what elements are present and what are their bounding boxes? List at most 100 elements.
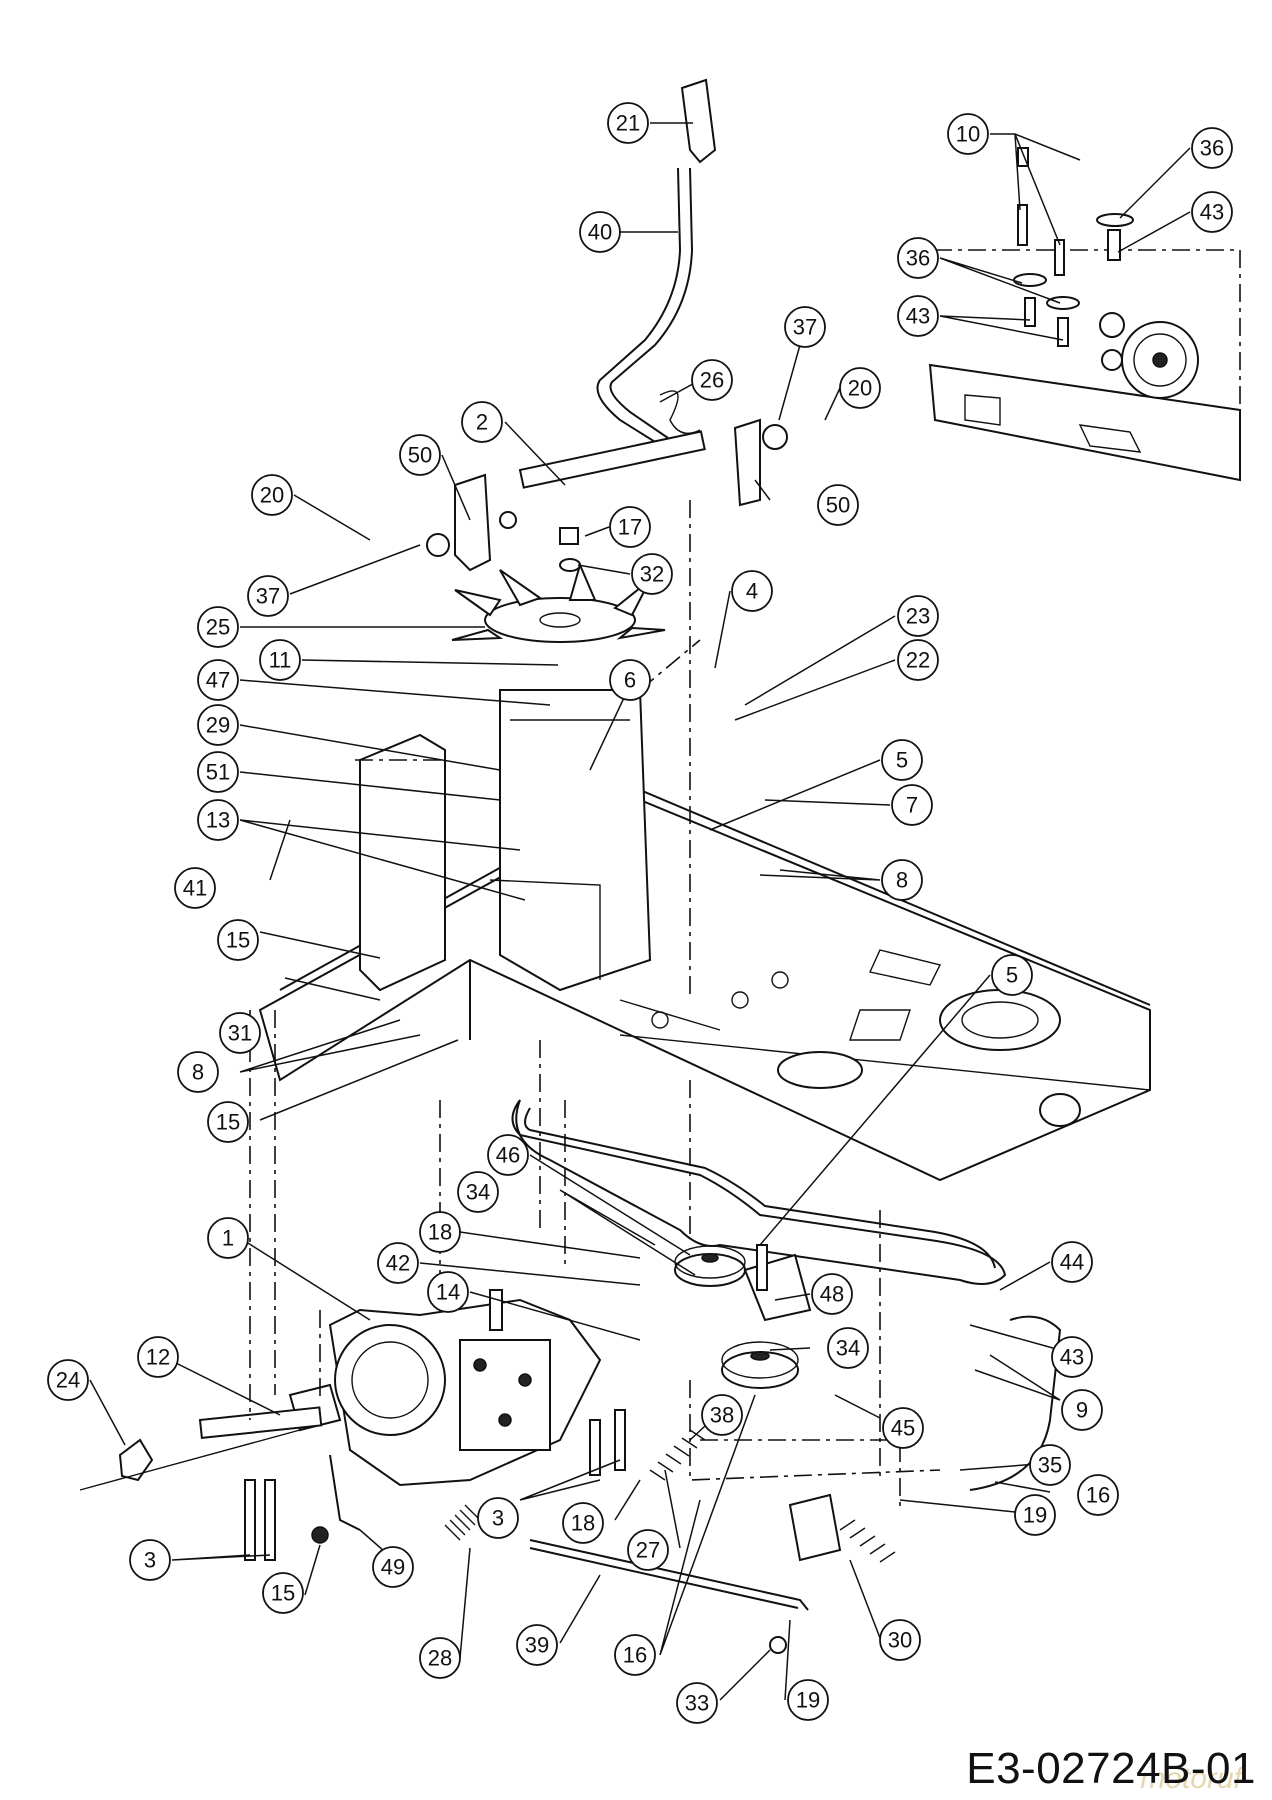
callout-13: 13	[197, 799, 239, 841]
callout-leaders	[89, 122, 1191, 1701]
svg-text:24: 24	[56, 1368, 80, 1393]
callout-42: 42	[377, 1242, 419, 1284]
svg-text:30: 30	[888, 1628, 912, 1653]
idler-pulleys	[674, 1244, 812, 1389]
callout-2: 2	[461, 401, 503, 443]
svg-text:1: 1	[222, 1226, 234, 1251]
svg-text:46: 46	[496, 1143, 520, 1168]
callout-23: 23	[897, 595, 939, 637]
svg-text:9: 9	[1076, 1398, 1088, 1423]
svg-text:7: 7	[906, 793, 918, 818]
svg-text:44: 44	[1060, 1250, 1084, 1275]
svg-text:47: 47	[206, 668, 230, 693]
svg-text:21: 21	[616, 111, 640, 136]
svg-text:35: 35	[1038, 1453, 1062, 1478]
callout-44: 44	[1051, 1241, 1093, 1283]
svg-text:20: 20	[848, 376, 872, 401]
callout-48: 48	[811, 1273, 853, 1315]
svg-text:3: 3	[492, 1506, 504, 1531]
svg-text:43: 43	[906, 304, 930, 329]
callout-40: 40	[579, 211, 621, 253]
transmission	[79, 1289, 602, 1491]
callout-15: 15	[217, 919, 259, 961]
callout-20: 20	[839, 367, 881, 409]
callout-32: 32	[631, 553, 673, 595]
callout-47: 47	[197, 659, 239, 701]
svg-text:18: 18	[428, 1220, 452, 1245]
svg-text:27: 27	[636, 1538, 660, 1563]
svg-text:23: 23	[906, 604, 930, 629]
callout-45: 45	[882, 1407, 924, 1449]
callout-25: 25	[197, 606, 239, 648]
drive-belt	[511, 1099, 1007, 1285]
callout-43: 43	[897, 295, 939, 337]
svg-text:48: 48	[820, 1282, 844, 1307]
svg-text:4: 4	[746, 579, 758, 604]
callout-28: 28	[419, 1637, 461, 1679]
svg-text:43: 43	[1200, 200, 1224, 225]
svg-text:14: 14	[436, 1280, 460, 1305]
svg-text:36: 36	[906, 246, 930, 271]
svg-text:50: 50	[826, 493, 850, 518]
svg-text:11: 11	[269, 648, 292, 673]
svg-text:37: 37	[793, 315, 817, 340]
callout-5: 5	[881, 739, 923, 781]
callout-27: 27	[627, 1529, 669, 1571]
callout-39: 39	[516, 1624, 558, 1666]
callout-14: 14	[427, 1271, 469, 1313]
callout-37: 37	[247, 575, 289, 617]
svg-text:15: 15	[216, 1110, 240, 1135]
svg-text:39: 39	[525, 1633, 549, 1658]
callout-51: 51	[197, 751, 239, 793]
callout-34: 34	[457, 1171, 499, 1213]
lower-linkage	[244, 500, 1062, 1654]
callout-3: 3	[477, 1497, 519, 1539]
watermark-logo: motoruf	[1140, 1762, 1242, 1795]
callout-33: 33	[676, 1682, 718, 1724]
callout-8: 8	[881, 859, 923, 901]
callout-37: 37	[784, 306, 826, 348]
callout-16: 16	[614, 1634, 656, 1676]
svg-text:37: 37	[256, 584, 280, 609]
svg-text:36: 36	[1200, 136, 1224, 161]
svg-text:16: 16	[1086, 1483, 1110, 1508]
callout-11: 11	[259, 639, 301, 681]
svg-text:38: 38	[710, 1403, 734, 1428]
callout-36: 36	[1191, 127, 1233, 169]
callout-50: 50	[817, 484, 859, 526]
callout-1: 1	[207, 1217, 249, 1259]
callout-20: 20	[251, 474, 293, 516]
svg-text:29: 29	[206, 713, 230, 738]
svg-text:12: 12	[146, 1345, 170, 1370]
svg-text:22: 22	[906, 648, 930, 673]
callout-30: 30	[879, 1619, 921, 1661]
callout-3: 3	[129, 1539, 171, 1581]
svg-text:16: 16	[623, 1643, 647, 1668]
svg-text:20: 20	[260, 483, 284, 508]
callout-21: 21	[607, 102, 649, 144]
callout-19: 19	[1014, 1494, 1056, 1536]
callouts: 21 40 10 36 43 36 43 37 26 20 2 50 50 20…	[47, 102, 1233, 1724]
callout-6: 6	[609, 659, 651, 701]
document-code: E3-02724B-01	[966, 1744, 1256, 1793]
svg-text:34: 34	[836, 1336, 860, 1361]
callout-18: 18	[419, 1211, 461, 1253]
svg-text:51: 51	[206, 760, 230, 785]
svg-text:43: 43	[1060, 1345, 1084, 1370]
svg-text:19: 19	[1023, 1503, 1047, 1528]
callout-22: 22	[897, 639, 939, 681]
callout-38: 38	[701, 1394, 743, 1436]
svg-text:18: 18	[571, 1511, 595, 1536]
shift-lever-assembly	[426, 78, 788, 572]
svg-text:17: 17	[618, 515, 642, 540]
callout-35: 35	[1029, 1444, 1071, 1486]
callout-7: 7	[891, 784, 933, 826]
svg-text:28: 28	[428, 1646, 452, 1671]
svg-text:26: 26	[700, 368, 724, 393]
inset-idler-assembly	[900, 147, 1241, 482]
svg-text:50: 50	[408, 443, 432, 468]
svg-text:6: 6	[624, 668, 636, 693]
svg-text:2: 2	[476, 410, 488, 435]
callout-29: 29	[197, 704, 239, 746]
